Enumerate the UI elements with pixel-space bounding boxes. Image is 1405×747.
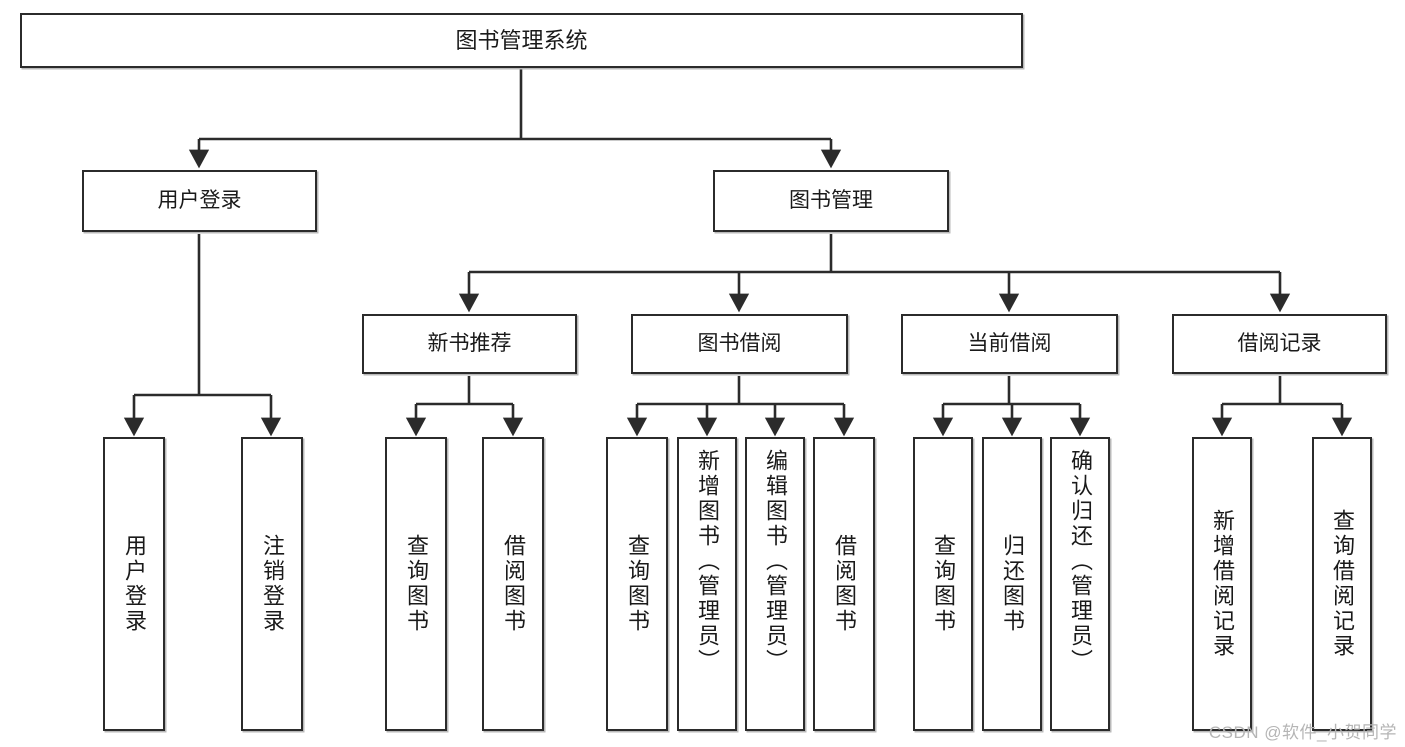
node-leaf-user-login[interactable]: 用户登录 <box>103 437 165 731</box>
node-label: 当前借阅 <box>967 331 1052 355</box>
node-label: 图书借阅 <box>697 331 782 355</box>
node-leaf-query-book-current[interactable]: 查询图书 <box>913 437 973 731</box>
node-leaf-add-borrow-record[interactable]: 新增借阅记录 <box>1192 437 1252 731</box>
node-label: 归还图书 <box>1000 534 1025 634</box>
node-label: 查询图书 <box>625 534 650 634</box>
node-leaf-add-book-admin[interactable]: 新增图书（管理员） <box>677 437 737 731</box>
node-label: 用户登录 <box>122 534 147 634</box>
node-borrow-record[interactable]: 借阅记录 <box>1172 314 1387 374</box>
node-label: 借阅记录 <box>1237 331 1322 355</box>
node-leaf-edit-book-admin[interactable]: 编辑图书（管理员） <box>745 437 805 731</box>
node-label: 借阅图书 <box>832 534 857 634</box>
node-label: 查询图书 <box>404 534 429 634</box>
node-book-management-system[interactable]: 图书管理系统 <box>20 13 1023 68</box>
node-new-book-recommend[interactable]: 新书推荐 <box>362 314 577 374</box>
node-leaf-logout[interactable]: 注销登录 <box>241 437 303 731</box>
node-label: 编辑图书（管理员） <box>763 449 788 674</box>
node-label: 图书管理 <box>789 188 873 212</box>
node-leaf-lend-book[interactable]: 借阅图书 <box>813 437 875 731</box>
node-leaf-confirm-return-admin[interactable]: 确认归还（管理员） <box>1050 437 1110 731</box>
watermark-text: CSDN @软件_小贺同学 <box>1208 723 1397 742</box>
node-book-borrow[interactable]: 图书借阅 <box>631 314 848 374</box>
node-leaf-query-book-recommend[interactable]: 查询图书 <box>385 437 447 731</box>
node-label: 注销登录 <box>260 534 285 634</box>
node-label: 图书管理系统 <box>455 27 588 53</box>
node-leaf-borrow-book-recommend[interactable]: 借阅图书 <box>482 437 544 731</box>
node-label: 新增图书（管理员） <box>695 449 720 674</box>
node-user-login[interactable]: 用户登录 <box>82 170 317 232</box>
node-leaf-return-book[interactable]: 归还图书 <box>982 437 1042 731</box>
node-current-borrow[interactable]: 当前借阅 <box>901 314 1118 374</box>
node-leaf-query-borrow-record[interactable]: 查询借阅记录 <box>1312 437 1372 731</box>
node-label: 查询图书 <box>931 534 956 634</box>
node-label: 用户登录 <box>157 188 242 212</box>
node-label: 新书推荐 <box>427 331 512 355</box>
node-leaf-query-book-borrow[interactable]: 查询图书 <box>606 437 668 731</box>
node-label: 借阅图书 <box>501 534 526 634</box>
node-label: 新增借阅记录 <box>1210 509 1235 659</box>
node-book-management[interactable]: 图书管理 <box>713 170 949 232</box>
node-label: 确认归还（管理员） <box>1068 449 1093 674</box>
node-label: 查询借阅记录 <box>1330 509 1355 659</box>
